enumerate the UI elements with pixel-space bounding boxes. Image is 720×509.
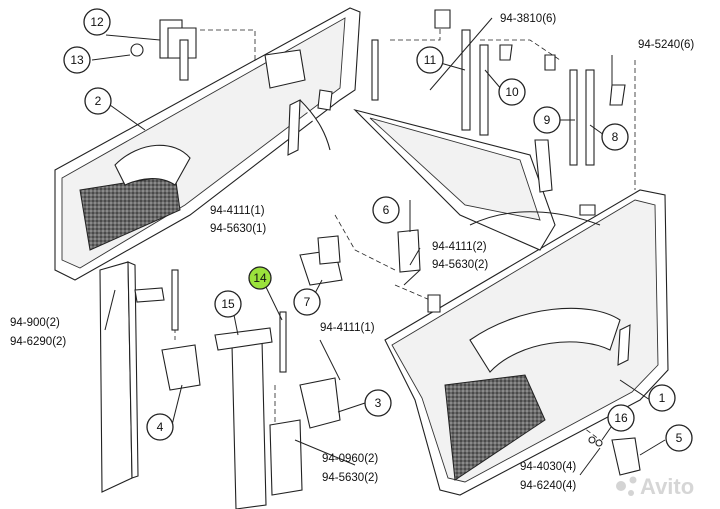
callout-12: 12 (83, 8, 111, 36)
callout-label: 15 (221, 297, 235, 311)
ref-label: 94-4111(1) (210, 205, 265, 217)
avito-logo-icon (616, 476, 637, 496)
right-door-panel (384, 189, 669, 496)
callout-label: 3 (375, 396, 382, 410)
callout-5: 5 (665, 424, 693, 452)
callout-label: 4 (157, 420, 164, 434)
callout-4: 4 (146, 413, 174, 441)
callout-label: 2 (95, 94, 102, 108)
callout-label: 1 (659, 391, 666, 405)
center-brackets (299, 229, 441, 313)
reference-labels: 94-3810(6) 94-5240(6) 94-4111(1) 94-5630… (10, 13, 694, 492)
callout-3: 3 (364, 389, 392, 417)
vertical-strips (434, 9, 626, 216)
callout-7: 7 (293, 288, 321, 316)
callout-label: 7 (304, 295, 311, 309)
callout-label: 13 (70, 53, 84, 67)
callout-label: 5 (676, 431, 683, 445)
callout-8: 8 (601, 123, 629, 151)
ref-label: 94-4111(2) (432, 241, 487, 253)
ref-label: 94-4030(4) (520, 461, 576, 473)
callout-16: 16 (607, 404, 635, 432)
callout-label: 11 (424, 53, 437, 67)
callout-label: 14 (253, 271, 267, 285)
watermark-text: Avito (640, 474, 694, 499)
callout-14-highlighted: 14 (248, 266, 272, 290)
rear-inner-panel (353, 108, 601, 251)
callout-9: 9 (533, 106, 561, 134)
ref-label: 94-4111(1) (320, 322, 375, 334)
ref-label: 94-3810(6) (500, 13, 556, 25)
callout-label: 9 (544, 113, 551, 127)
callout-11: 11 (416, 46, 444, 74)
ref-label: 94-6240(4) (520, 480, 576, 492)
ref-label: 94-5240(6) (638, 39, 694, 51)
callout-2: 2 (84, 87, 112, 115)
ref-label: 94-5630(2) (322, 472, 378, 484)
callout-label: 6 (383, 203, 390, 217)
ref-label: 94-5630(2) (432, 259, 488, 271)
callout-label: 10 (505, 85, 519, 99)
ref-label: 94-900(2) (10, 317, 60, 329)
upper-hinge-parts (130, 19, 379, 151)
callout-10: 10 (498, 78, 526, 106)
callout-6: 6 (372, 196, 400, 224)
ref-label: 94-5630(1) (210, 223, 266, 235)
callout-15: 15 (214, 290, 242, 318)
avito-watermark: Avito (616, 474, 694, 499)
callout-label: 12 (90, 15, 104, 29)
left-door-panel (54, 7, 361, 281)
callout-label: 16 (614, 411, 628, 425)
ref-label: 94-0960(2) (322, 453, 378, 465)
callout-1: 1 (648, 384, 676, 412)
ref-label: 94-6290(2) (10, 336, 66, 348)
callout-13: 13 (63, 46, 91, 74)
callout-label: 8 (612, 130, 619, 144)
